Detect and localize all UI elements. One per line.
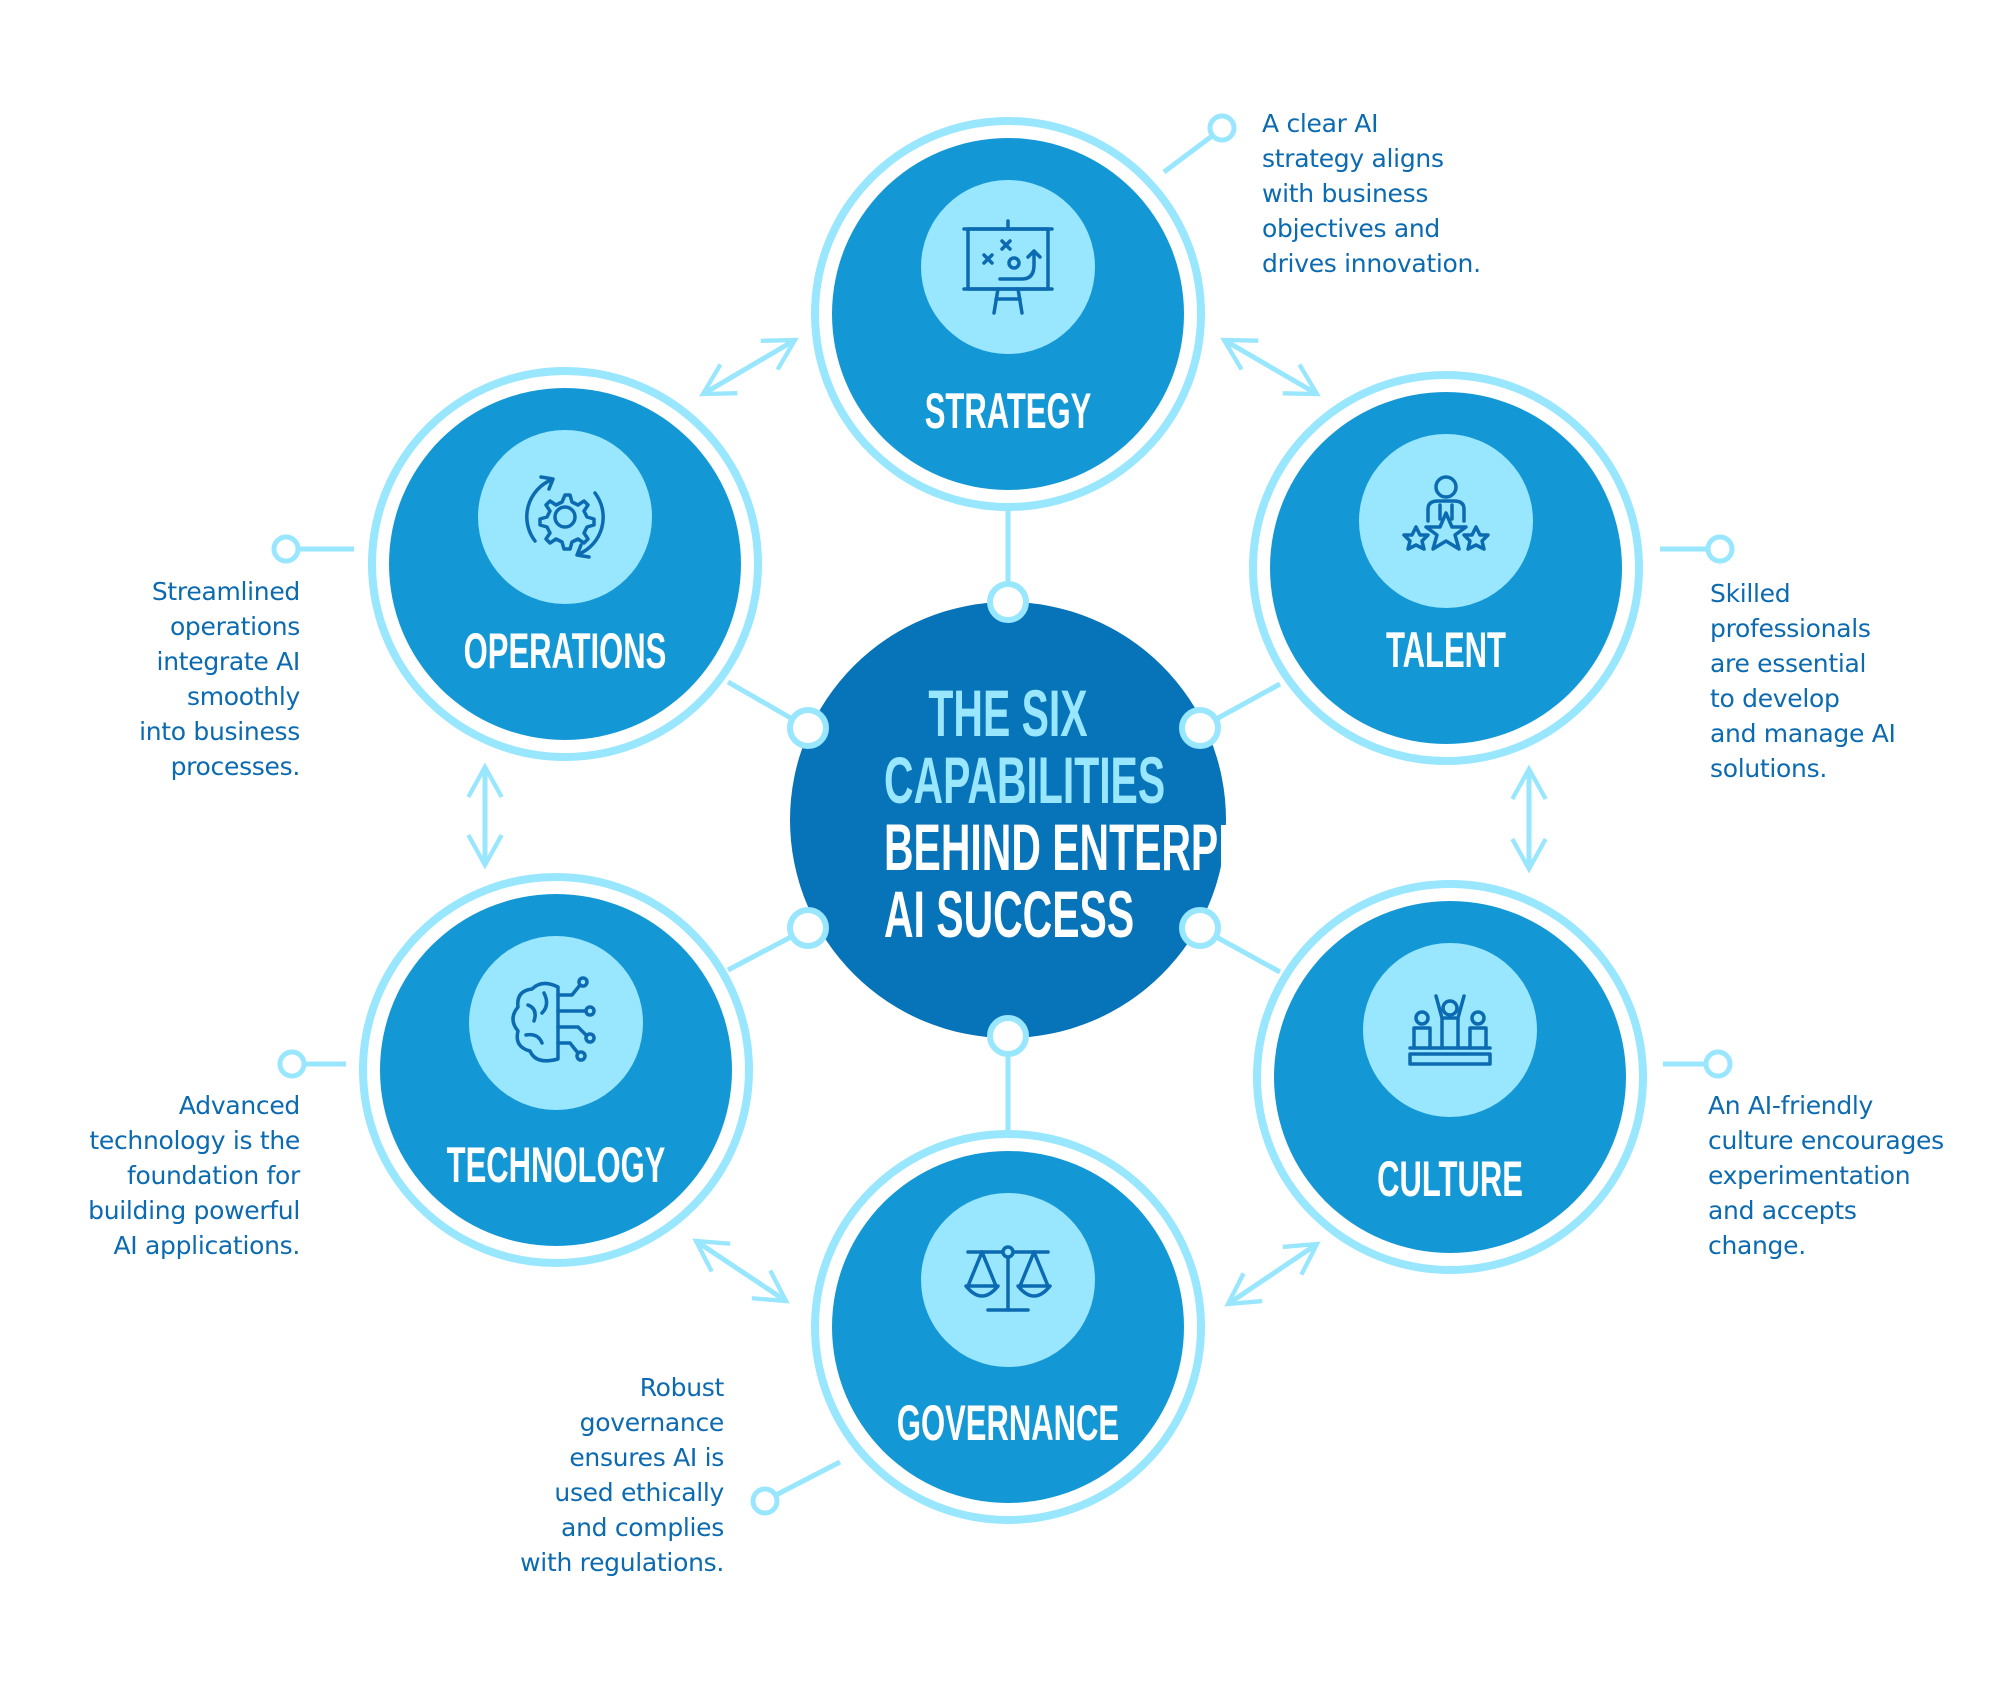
- icon-badge: [1359, 434, 1533, 608]
- description-governance: Robust governance ensures AI is used eth…: [520, 1373, 724, 1577]
- label-technology: TECHNOLOGY: [446, 1137, 666, 1193]
- center-nodes: [787, 581, 1221, 1057]
- capability-technology: [359, 873, 753, 1267]
- description-operations: Streamlined operations integrate AI smoo…: [139, 577, 300, 781]
- title-line: THE SIX: [928, 676, 1088, 750]
- strategy-board-icon: [962, 219, 1054, 315]
- capability-culture: [1253, 880, 1647, 1274]
- connector-dot-technology: [277, 1049, 307, 1079]
- cycle-arrows: [466, 337, 1548, 1307]
- center-circle: [790, 602, 1226, 1038]
- connector-dot-operations: [271, 534, 301, 564]
- icon-badge: [469, 936, 643, 1110]
- double-arrow-icon: [1224, 1241, 1321, 1307]
- capability-strategy: [811, 117, 1205, 511]
- title-line: CAPABILITIES: [884, 743, 1166, 817]
- icon-badge: [478, 430, 652, 604]
- label-operations: OPERATIONS: [463, 623, 667, 679]
- icon-badge: [921, 180, 1095, 354]
- description-talent: Skilled professionals are essential to d…: [1710, 579, 1896, 783]
- double-arrow-icon: [692, 1238, 790, 1304]
- scales-icon: [964, 1245, 1052, 1312]
- description-culture: An AI-friendly culture encourages experi…: [1708, 1091, 1944, 1260]
- connector-dot-strategy: [1207, 113, 1237, 143]
- icon-badge: [1363, 943, 1537, 1117]
- description-strategy: A clear AI strategy aligns with business…: [1262, 109, 1481, 278]
- person-stars-icon: [1402, 475, 1490, 551]
- capability-governance: [811, 1130, 1205, 1524]
- label-governance: GOVERNANCE: [896, 1395, 1120, 1451]
- capability-operations: [368, 367, 762, 761]
- double-arrow-icon: [699, 337, 799, 397]
- double-arrow-icon: [1220, 337, 1321, 397]
- description-technology: Advanced technology is the foundation fo…: [88, 1091, 300, 1260]
- connector-dot-governance: [750, 1486, 780, 1516]
- brain-circuit-icon: [511, 976, 596, 1063]
- center-title: THE SIX CAPABILITIES BEHIND ENTERPRISE A…: [884, 676, 1314, 951]
- title-line: AI SUCCESS: [884, 877, 1135, 951]
- description-connectors: [271, 113, 1735, 1516]
- label-culture: CULTURE: [1377, 1151, 1523, 1207]
- capability-talent: [1249, 371, 1643, 765]
- team-podium-icon: [1408, 994, 1492, 1066]
- label-strategy: STRATEGY: [924, 383, 1092, 439]
- connector-dot-culture: [1703, 1049, 1733, 1079]
- connector-dot-talent: [1705, 534, 1735, 564]
- label-talent: TALENT: [1386, 622, 1506, 678]
- title-line: BEHIND ENTERPRISE: [884, 810, 1314, 884]
- gear-cycle-icon: [525, 475, 605, 559]
